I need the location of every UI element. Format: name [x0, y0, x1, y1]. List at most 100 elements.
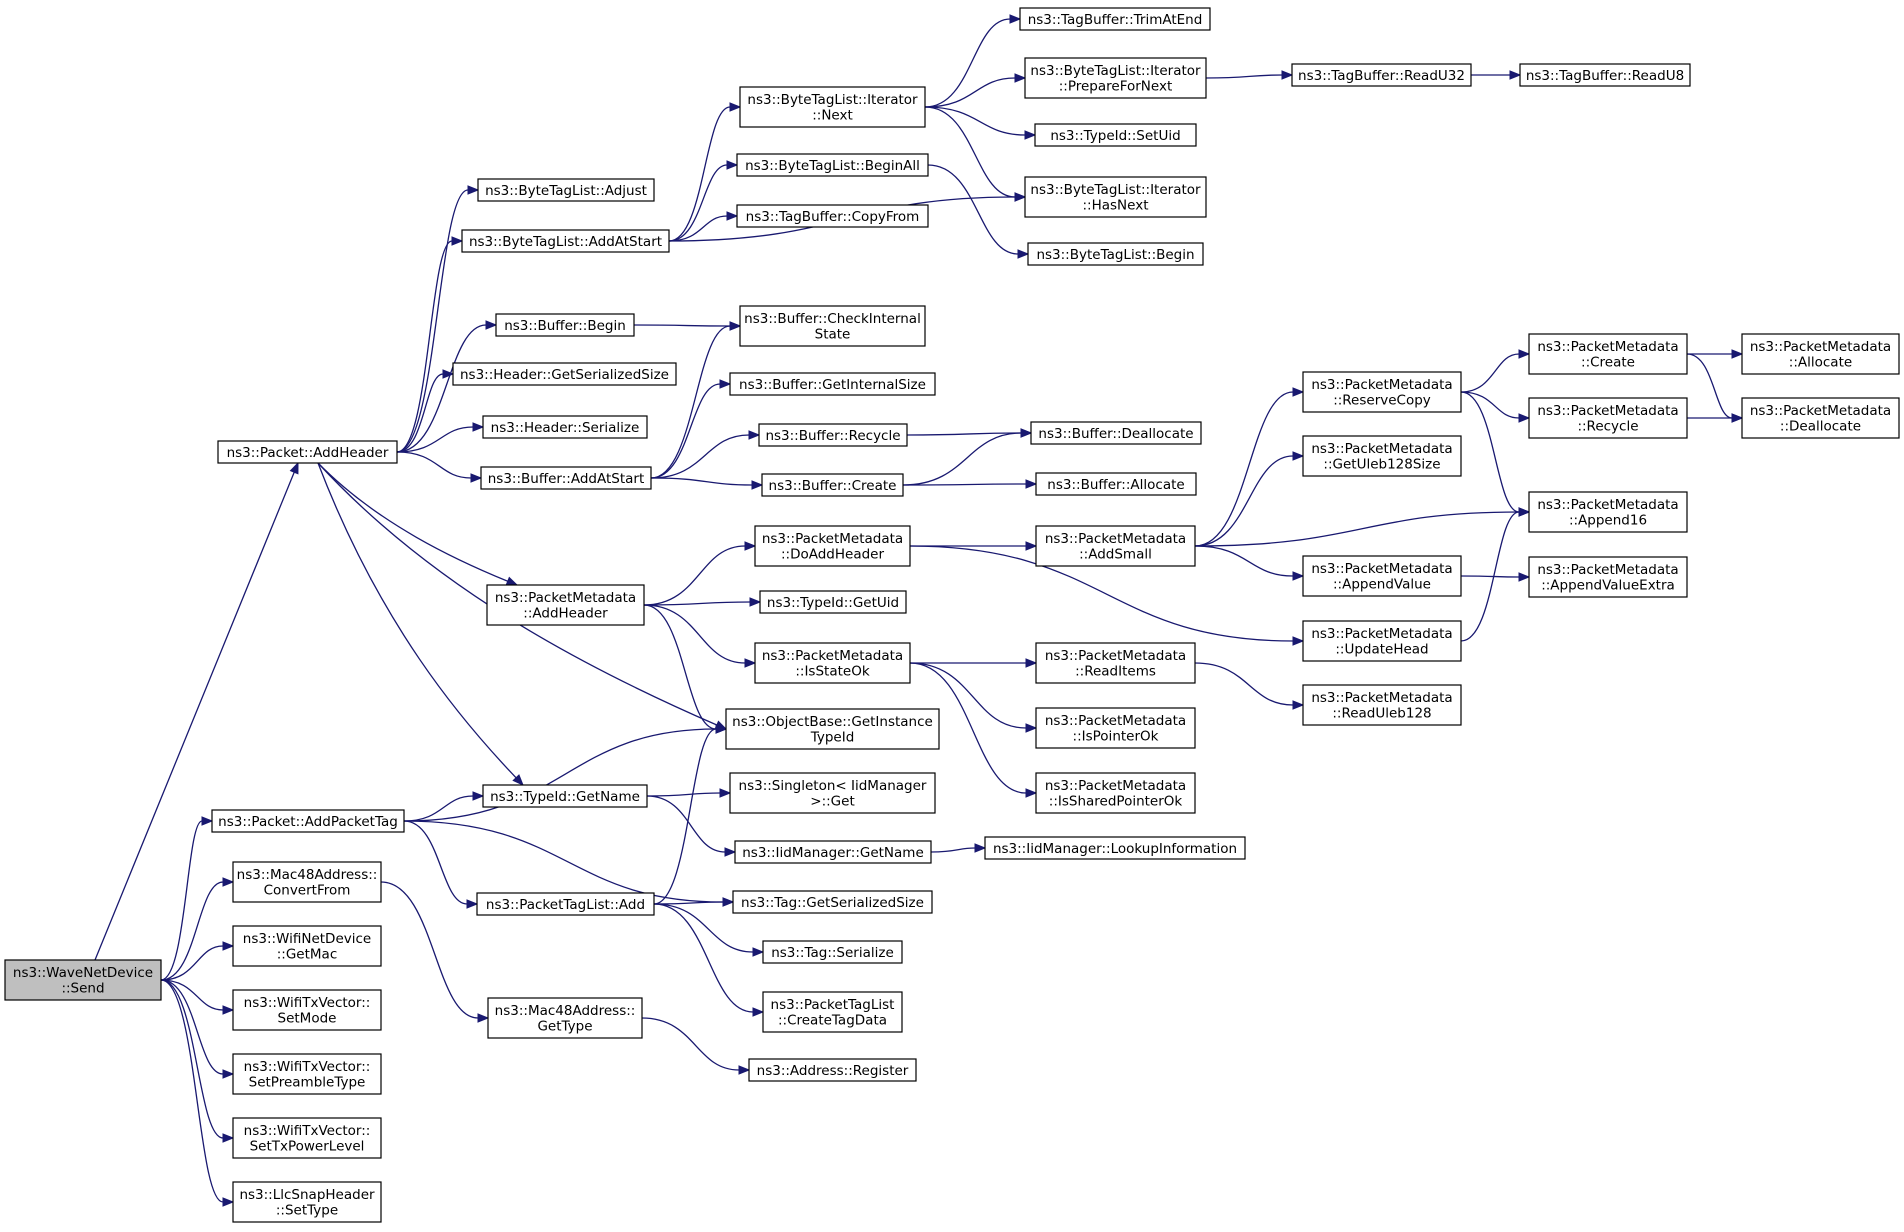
- node-pmReadUleb[interactable]: ns3::PacketMetadata::ReadUleb128: [1302, 684, 1462, 726]
- node-pmAppend16[interactable]: ns3::PacketMetadata::Append16: [1528, 491, 1688, 533]
- node-label: ::Next: [812, 108, 853, 124]
- arrowhead: [222, 941, 235, 951]
- node-pmGetUleb[interactable]: ns3::PacketMetadata::GetUleb128Size: [1302, 435, 1462, 477]
- arrowhead: [1014, 73, 1027, 83]
- edge-pmRecycle-to-pmDeallocate: [1687, 413, 1744, 423]
- node-btlAdjust[interactable]: ns3::ByteTagList::Adjust: [477, 178, 655, 202]
- node-btliNext[interactable]: ns3::ByteTagList::Iterator::Next: [739, 86, 926, 128]
- node-bufBegin[interactable]: ns3::Buffer::Begin: [495, 313, 635, 337]
- node-send[interactable]: ns3::WaveNetDevice::Send: [4, 959, 162, 1001]
- node-pmCreate[interactable]: ns3::PacketMetadata::Create: [1528, 333, 1688, 375]
- node-bufDealloc[interactable]: ns3::Buffer::Deallocate: [1030, 421, 1202, 445]
- node-pmReserveCopy[interactable]: ns3::PacketMetadata::ReserveCopy: [1302, 371, 1462, 413]
- node-hdrGetSize[interactable]: ns3::Header::GetSerializedSize: [452, 362, 677, 386]
- arrowhead: [752, 1007, 765, 1017]
- node-hdrSerialize[interactable]: ns3::Header::Serialize: [482, 415, 648, 439]
- node-pmReadItems[interactable]: ns3::PacketMetadata::ReadItems: [1035, 642, 1196, 684]
- node-addPacketTag[interactable]: ns3::Packet::AddPacketTag: [211, 809, 405, 833]
- node-pmRecycle[interactable]: ns3::PacketMetadata::Recycle: [1528, 397, 1688, 439]
- arrowhead: [1020, 428, 1033, 438]
- edge-pmIsStateOk-to-pmReadItems: [910, 658, 1038, 668]
- node-convertFrom[interactable]: ns3::Mac48Address::ConvertFrom: [232, 861, 382, 903]
- node-ptlCreate[interactable]: ns3::PacketTagList::CreateTagData: [762, 991, 903, 1033]
- node-tidSetUid[interactable]: ns3::TypeId::SetUid: [1034, 123, 1197, 147]
- node-label: ns3::TagBuffer::CopyFrom: [746, 209, 920, 225]
- node-bufAddAtStart[interactable]: ns3::Buffer::AddAtStart: [480, 466, 652, 490]
- node-pmAddSmall[interactable]: ns3::PacketMetadata::AddSmall: [1035, 525, 1196, 567]
- node-pmIsSharedOk[interactable]: ns3::PacketMetadata::IsSharedPointerOk: [1035, 772, 1196, 814]
- node-setPreamble[interactable]: ns3::WifiTxVector::SetPreambleType: [232, 1053, 382, 1095]
- arrowhead: [744, 658, 757, 668]
- node-getMac[interactable]: ns3::WifiNetDevice::GetMac: [232, 925, 382, 967]
- node-box: [1741, 397, 1900, 439]
- node-label: ns3::Header::GetSerializedSize: [460, 367, 669, 383]
- node-macGetType[interactable]: ns3::Mac48Address::GetType: [487, 997, 643, 1039]
- node-btlAddAtStart[interactable]: ns3::ByteTagList::AddAtStart: [461, 229, 670, 253]
- node-box: [486, 584, 645, 626]
- node-iidLookup[interactable]: ns3::IidManager::LookupInformation: [984, 836, 1246, 860]
- node-pmDeallocate[interactable]: ns3::PacketMetadata::Deallocate: [1741, 397, 1900, 439]
- node-btliPrepare[interactable]: ns3::ByteTagList::Iterator::PrepareForNe…: [1024, 57, 1207, 99]
- node-llcSetType[interactable]: ns3::LlcSnapHeader::SetType: [232, 1181, 382, 1223]
- node-label: ::ReserveCopy: [1333, 393, 1431, 409]
- node-tbCopyFrom[interactable]: ns3::TagBuffer::CopyFrom: [736, 204, 929, 228]
- node-setMode[interactable]: ns3::WifiTxVector::SetMode: [232, 989, 382, 1031]
- node-tidGetUid[interactable]: ns3::TypeId::GetUid: [759, 590, 907, 614]
- node-label: ns3::WifiTxVector::: [244, 995, 371, 1011]
- node-btlBegin[interactable]: ns3::ByteTagList::Begin: [1027, 242, 1204, 266]
- node-label: ns3::ByteTagList::BeginAll: [745, 158, 920, 174]
- edge-pmAppendValue-to-pmAppendExtra: [1460, 572, 1531, 582]
- node-btliHasNext[interactable]: ns3::ByteTagList::Iterator::HasNext: [1024, 176, 1207, 218]
- node-addHeader[interactable]: ns3::Packet::AddHeader: [217, 440, 398, 464]
- node-iidGetName[interactable]: ns3::IidManager::GetName: [734, 840, 932, 864]
- node-singletonGet[interactable]: ns3::Singleton< IidManager>::Get: [729, 772, 936, 814]
- node-tbReadU32[interactable]: ns3::TagBuffer::ReadU32: [1291, 63, 1472, 87]
- node-tbReadU8[interactable]: ns3::TagBuffer::ReadU8: [1519, 63, 1691, 87]
- node-label: ns3::TagBuffer::ReadU32: [1298, 68, 1465, 84]
- node-box: [762, 940, 903, 964]
- arrowhead: [1281, 70, 1294, 80]
- node-label: ns3::PacketMetadata: [1311, 377, 1452, 393]
- edge-btliNext-to-tidSetUid: [924, 106, 1037, 140]
- node-ptlAdd[interactable]: ns3::PacketTagList::Add: [476, 892, 655, 916]
- node-pmIsStateOk[interactable]: ns3::PacketMetadata::IsStateOk: [754, 642, 911, 684]
- node-box: [736, 153, 929, 177]
- node-pmDoAddHeader[interactable]: ns3::PacketMetadata::DoAddHeader: [754, 525, 911, 567]
- node-bufCreate[interactable]: ns3::Buffer::Create: [761, 473, 904, 497]
- arrowhead: [738, 1065, 751, 1075]
- node-label: ns3::TypeId::GetName: [490, 789, 640, 805]
- node-pmAllocate[interactable]: ns3::PacketMetadata::Allocate: [1741, 333, 1900, 375]
- node-bufGetInternal[interactable]: ns3::Buffer::GetInternalSize: [729, 372, 936, 396]
- node-label: ns3::WifiNetDevice: [243, 931, 371, 947]
- edge-pmAddSmall-to-pmAppendValue: [1194, 545, 1305, 581]
- node-pmIsPointerOk[interactable]: ns3::PacketMetadata::IsPointerOk: [1035, 707, 1196, 749]
- node-box: [736, 204, 929, 228]
- node-box: [232, 1053, 382, 1095]
- node-box: [232, 925, 382, 967]
- node-pmAppendValue[interactable]: ns3::PacketMetadata::AppendValue: [1302, 555, 1462, 597]
- node-btlBeginAll[interactable]: ns3::ByteTagList::BeginAll: [736, 153, 929, 177]
- node-tagGetSize[interactable]: ns3::Tag::GetSerializedSize: [732, 890, 933, 914]
- node-tbTrim[interactable]: ns3::TagBuffer::TrimAtEnd: [1019, 7, 1211, 31]
- edge-btliPrepare-to-tbReadU32: [1205, 70, 1294, 80]
- node-box: [1024, 57, 1207, 99]
- arrowhead: [201, 816, 214, 826]
- node-tagSerialize[interactable]: ns3::Tag::Serialize: [762, 940, 903, 964]
- edge-iidGetName-to-iidLookup: [930, 843, 987, 853]
- arrowhead: [289, 461, 299, 475]
- node-setTxPower[interactable]: ns3::WifiTxVector::SetTxPowerLevel: [232, 1117, 382, 1159]
- node-bufRecycle[interactable]: ns3::Buffer::Recycle: [758, 423, 908, 447]
- node-label: ::AppendValue: [1333, 577, 1431, 593]
- node-pmAddHeader[interactable]: ns3::PacketMetadata::AddHeader: [486, 584, 645, 626]
- edge-ptlAdd-to-ptlCreate: [653, 903, 765, 1017]
- node-bufAlloc[interactable]: ns3::Buffer::Allocate: [1035, 472, 1197, 496]
- node-label: ns3::PacketMetadata: [1537, 403, 1678, 419]
- node-pmUpdateHead[interactable]: ns3::PacketMetadata::UpdateHead: [1302, 620, 1462, 662]
- node-tidGetName[interactable]: ns3::TypeId::GetName: [482, 784, 648, 808]
- edge-ptlAdd-to-tagSerialize: [653, 903, 765, 957]
- node-pmAppendExtra[interactable]: ns3::PacketMetadata::AppendValueExtra: [1528, 556, 1688, 598]
- node-label: ns3::PacketMetadata: [1311, 690, 1452, 706]
- node-addrRegister[interactable]: ns3::Address::Register: [748, 1058, 917, 1082]
